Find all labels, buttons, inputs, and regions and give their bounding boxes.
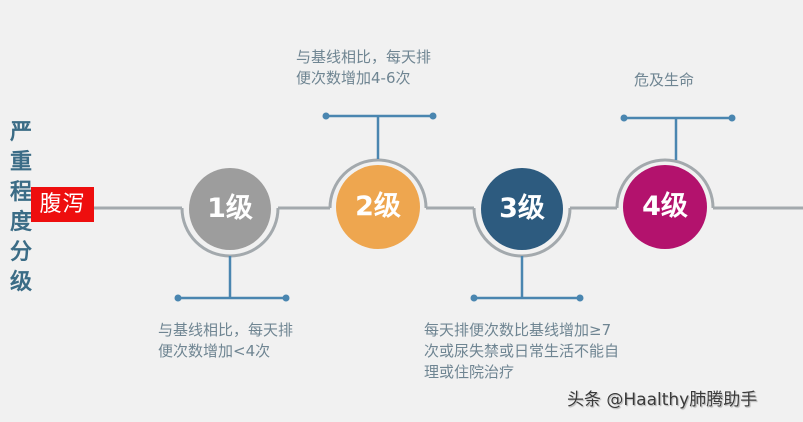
watermark: 头条 @Haalthy肺腾助手 xyxy=(567,390,758,410)
grade-1-label: 1级 xyxy=(207,193,253,224)
grade-3-description: 每天排便次数比基线增加≥7 次或尿失禁或日常生活不能自 理或住院治疗 xyxy=(424,321,620,381)
grade-2-description: 与基线相比，每天排 便次数增加4-6次 xyxy=(296,48,432,87)
grade-3-circle xyxy=(481,168,563,250)
severity-grading-title: 严重程度分级 xyxy=(9,120,32,295)
grade-4-circle xyxy=(623,165,707,249)
grade-1-circle xyxy=(189,168,271,250)
connectors xyxy=(174,112,736,302)
diarrhea-tag: 腹泻 xyxy=(31,187,94,222)
grade-2-label: 2级 xyxy=(355,191,401,222)
grade-3-label: 3级 xyxy=(499,193,545,224)
grade-1-description: 与基线相比，每天排 便次数增加<4次 xyxy=(158,321,294,360)
halo-arcs xyxy=(180,158,715,258)
grade-4-label: 4级 xyxy=(642,191,688,222)
grade-2-circle xyxy=(336,165,420,249)
grade-4-description: 危及生命 xyxy=(634,71,695,89)
